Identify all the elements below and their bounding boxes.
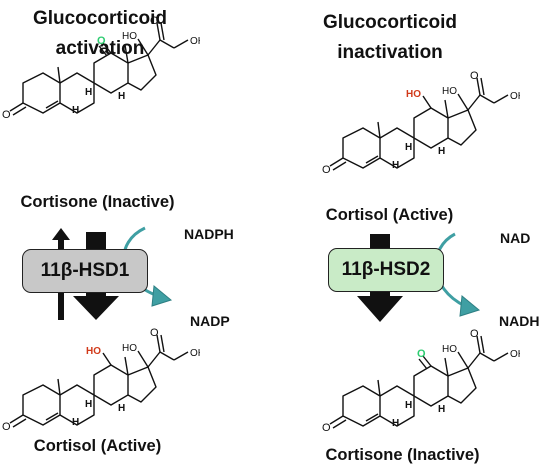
right-product-label: Cortisone (Inactive) [325,446,480,464]
enzyme-11b-hsd2-label: 11β-HSD2 [341,259,431,280]
c20-oxygen: O [150,327,159,339]
c17-hydroxyl: HO [442,344,457,355]
right-cofactor-out: NADH [499,313,540,329]
c3-oxygen: O [2,421,11,433]
h-label: H [72,417,79,428]
c3-oxygen: O [322,422,331,434]
h-label: H [438,404,445,415]
h-label: H [392,160,399,171]
left-cofactor-in: NADPH [184,226,234,242]
enzyme-11b-hsd1-label: 11β-HSD1 [40,260,130,281]
left-cofactor-out: NADP [190,313,230,329]
left-product-label: Cortisol (Active) [33,437,162,455]
h-label: H [405,142,412,153]
c20-oxygen: O [150,15,159,27]
c17-hydroxyl: HO [122,343,137,354]
c20-oxygen: O [470,328,479,340]
h-label: H [438,146,445,157]
c20-oxygen: O [470,70,479,82]
h-label: H [85,87,92,98]
cofactor-arrowhead [459,295,481,317]
enzyme-11b-hsd1-box: 11β-HSD1 [22,249,148,293]
enzyme-11b-hsd2-box: 11β-HSD2 [328,248,444,292]
cortisone-structure-bottom-right: O O O OH HO H H H [322,328,520,434]
c3-oxygen: O [322,164,331,176]
c11-keto-oxygen: O [417,348,426,360]
h-label: H [405,400,412,411]
h-label: H [118,91,125,102]
activation-heading: Glucocorticoid activation [32,8,168,59]
left-substrate-label: Cortisone (Inactive) [20,193,175,211]
cofactor-arrowhead [151,285,173,307]
c17-hydroxyl: HO [442,86,457,97]
c21-hydroxyl: OH [190,348,200,359]
cortisol-structure-top-right: HO O O OH HO H H H [322,70,520,176]
cortisone-structure-top-left: O O O OH HO H H H [2,15,200,121]
c21-hydroxyl: OH [510,91,520,102]
c11-hydroxyl: HO [86,346,101,357]
c17-hydroxyl: HO [122,31,137,42]
right-cofactor-in: NAD [500,230,531,246]
c11-hydroxyl: HO [406,89,421,100]
c3-oxygen: O [2,109,11,121]
cortisol-structure-bottom-left: HO O O OH HO H H H [2,327,200,433]
c11-keto-oxygen: O [97,35,106,47]
h-label: H [85,399,92,410]
right-substrate-label: Cortisol (Active) [325,206,454,224]
h-label: H [72,105,79,116]
c21-hydroxyl: OH [510,349,520,360]
inactivation-heading: Glucocorticoid inactivation [322,12,458,63]
h-label: H [118,403,125,414]
c21-hydroxyl: OH [190,36,200,47]
h-label: H [392,418,399,429]
